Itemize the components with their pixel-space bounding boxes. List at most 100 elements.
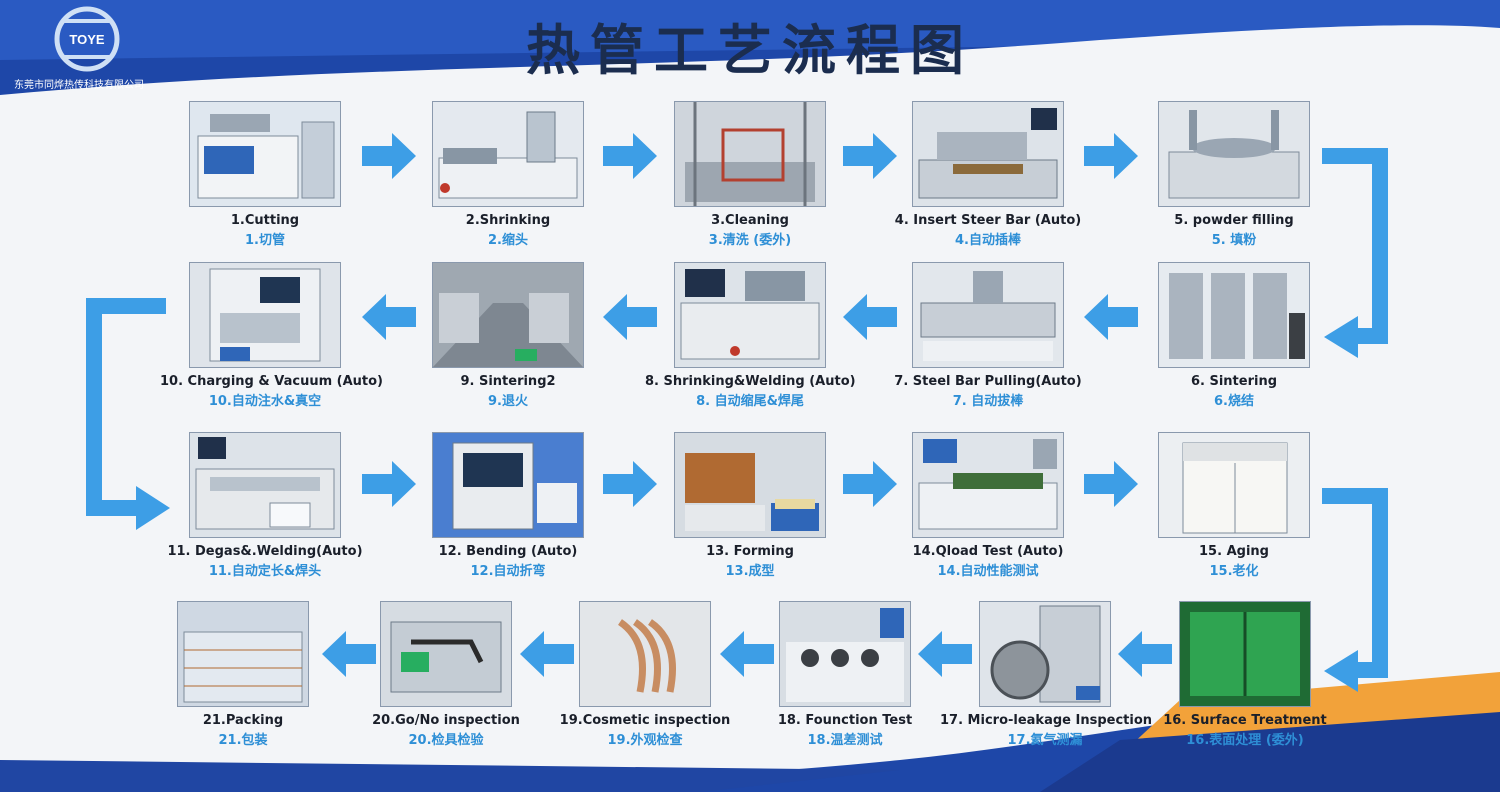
step-title-cn: 11.自动定长&焊头 [208,564,322,579]
annealing-line-photo [432,262,584,368]
process-step: 8. Shrinking&Welding (Auto) 8. 自动缩尾&焊尾 [645,262,856,409]
step-title-en: 9. Sintering2 [460,374,556,389]
logo-text: TOYE [69,32,104,47]
helium-leak-tester-photo [979,601,1111,707]
step-title-cn: 2.缩头 [488,233,528,248]
step-title-cn: 8. 自动缩尾&焊尾 [696,394,804,409]
process-step: 9. Sintering2 9.退火 [403,262,613,409]
degas-machine-photo [189,432,341,538]
arrow-left-icon [1118,631,1172,677]
company-name: 东莞市同烨热传科技有限公司 [14,80,144,91]
heat-pipes-photo [579,601,711,707]
bar-pulling-machine-photo [912,262,1064,368]
shrinking-machine-photo [432,101,584,207]
step-title-en: 5. powder filling [1174,213,1294,228]
arrow-right-icon [1084,461,1138,507]
process-step: 21.Packing 21.包装 [138,601,348,748]
step-title-en: 10. Charging & Vacuum (Auto) [160,374,383,389]
step-title-en: 6. Sintering [1190,374,1278,389]
step-title-cn: 4.自动插棒 [955,233,1021,248]
powder-filling-machine-photo [1158,101,1310,207]
arrow-left-icon [520,631,574,677]
step-title-cn: 6.烧结 [1214,394,1254,409]
step-title-en: 19.Cosmetic inspection [559,713,731,728]
process-step: 19.Cosmetic inspection 19.外观检查 [540,601,750,748]
arrow-right-icon [603,461,657,507]
step-title-cn: 10.自动注水&真空 [208,394,322,409]
function-tester-photo [779,601,911,707]
arrow-left-icon [720,631,774,677]
arrow-right-icon [603,133,657,179]
step-title-cn: 14.自动性能测试 [937,564,1039,579]
gauge-fixture-photo [380,601,512,707]
arrow-right-icon [362,133,416,179]
qload-tester-photo [912,432,1064,538]
connector-arrow-down-left-icon [1322,148,1388,358]
step-title-cn: 20.检具检验 [408,733,484,748]
step-title-en: 16. Surface Treatment [1163,713,1327,728]
step-title-cn: 17.氦气测漏 [1007,733,1083,748]
step-title-en: 11. Degas&.Welding(Auto) [167,544,363,559]
step-title-cn: 5. 填粉 [1211,233,1257,248]
arrow-left-icon [843,294,897,340]
step-title-cn: 19.外观检查 [607,733,683,748]
step-title-en: 2.Shrinking [465,213,551,228]
cutting-machine-photo [189,101,341,207]
step-title-cn: 3.清洗 (委外) [708,233,792,248]
step-title-cn: 7. 自动拔棒 [952,394,1024,409]
process-step: 5. powder filling 5. 填粉 [1129,101,1339,248]
bending-machine-photo [432,432,584,538]
process-step: 1.Cutting 1.切管 [160,101,370,248]
step-title-en: 18. Founction Test [777,713,913,728]
step-title-cn: 21.包装 [218,733,268,748]
step-title-cn: 9.退火 [488,394,528,409]
step-title-en: 4. Insert Steer Bar (Auto) [894,213,1082,228]
process-step: 14.Qload Test (Auto) 14.自动性能测试 [883,432,1093,579]
welding-machine-photo [674,262,826,368]
process-step: 15. Aging 15.老化 [1129,432,1339,579]
step-title-en: 15. Aging [1199,544,1269,559]
step-title-cn: 15.老化 [1209,564,1259,579]
connector-arrow-down-right-icon [86,298,170,530]
step-title-en: 17. Micro-leakage Inspection [940,713,1153,728]
process-step: 18. Founction Test 18.温差测试 [740,601,950,748]
arrow-right-icon [362,461,416,507]
packed-trays-photo [177,601,309,707]
process-step: 17. Micro-leakage Inspection 17.氦气测漏 [940,601,1153,748]
arrow-left-icon [603,294,657,340]
arrow-right-icon [843,133,897,179]
process-step: 16. Surface Treatment 16.表面处理 (委外) [1140,601,1350,748]
arrow-left-icon [362,294,416,340]
process-step: 13. Forming 13.成型 [645,432,855,579]
forming-press-photo [674,432,826,538]
process-step: 2.Shrinking 2.缩头 [403,101,613,248]
step-title-en: 8. Shrinking&Welding (Auto) [645,374,856,389]
surface-tank-photo [1179,601,1311,707]
step-title-en: 13. Forming [706,544,794,559]
process-step: 6. Sintering 6.烧结 [1129,262,1339,409]
arrow-left-icon [918,631,972,677]
step-title-cn: 16.表面处理 (委外) [1186,733,1304,748]
process-step: 20.Go/No inspection 20.检具检验 [341,601,551,748]
process-step: 11. Degas&.Welding(Auto) 11.自动定长&焊头 [160,432,370,579]
process-step: 10. Charging & Vacuum (Auto) 10.自动注水&真空 [160,262,383,409]
page-title: 热管工艺流程图 [526,19,974,82]
arrow-right-icon [1084,133,1138,179]
arrow-left-icon [1084,294,1138,340]
step-title-cn: 13.成型 [725,564,775,579]
sintering-furnace-photo [1158,262,1310,368]
arrow-right-icon [843,461,897,507]
step-title-en: 3.Cleaning [711,213,789,228]
step-title-en: 20.Go/No inspection [372,713,520,728]
step-title-cn: 18.温差测试 [807,733,883,748]
process-step: 4. Insert Steer Bar (Auto) 4.自动插棒 [883,101,1093,248]
step-title-en: 21.Packing [202,713,284,728]
process-step: 7. Steel Bar Pulling(Auto) 7. 自动拔棒 [883,262,1093,409]
arrow-left-icon [322,631,376,677]
step-title-en: 14.Qload Test (Auto) [912,544,1064,559]
cleaning-tank-photo [674,101,826,207]
vacuum-machine-photo [189,262,341,368]
process-step: 12. Bending (Auto) 12.自动折弯 [403,432,613,579]
step-title-en: 7. Steel Bar Pulling(Auto) [894,374,1082,389]
aging-oven-photo [1158,432,1310,538]
